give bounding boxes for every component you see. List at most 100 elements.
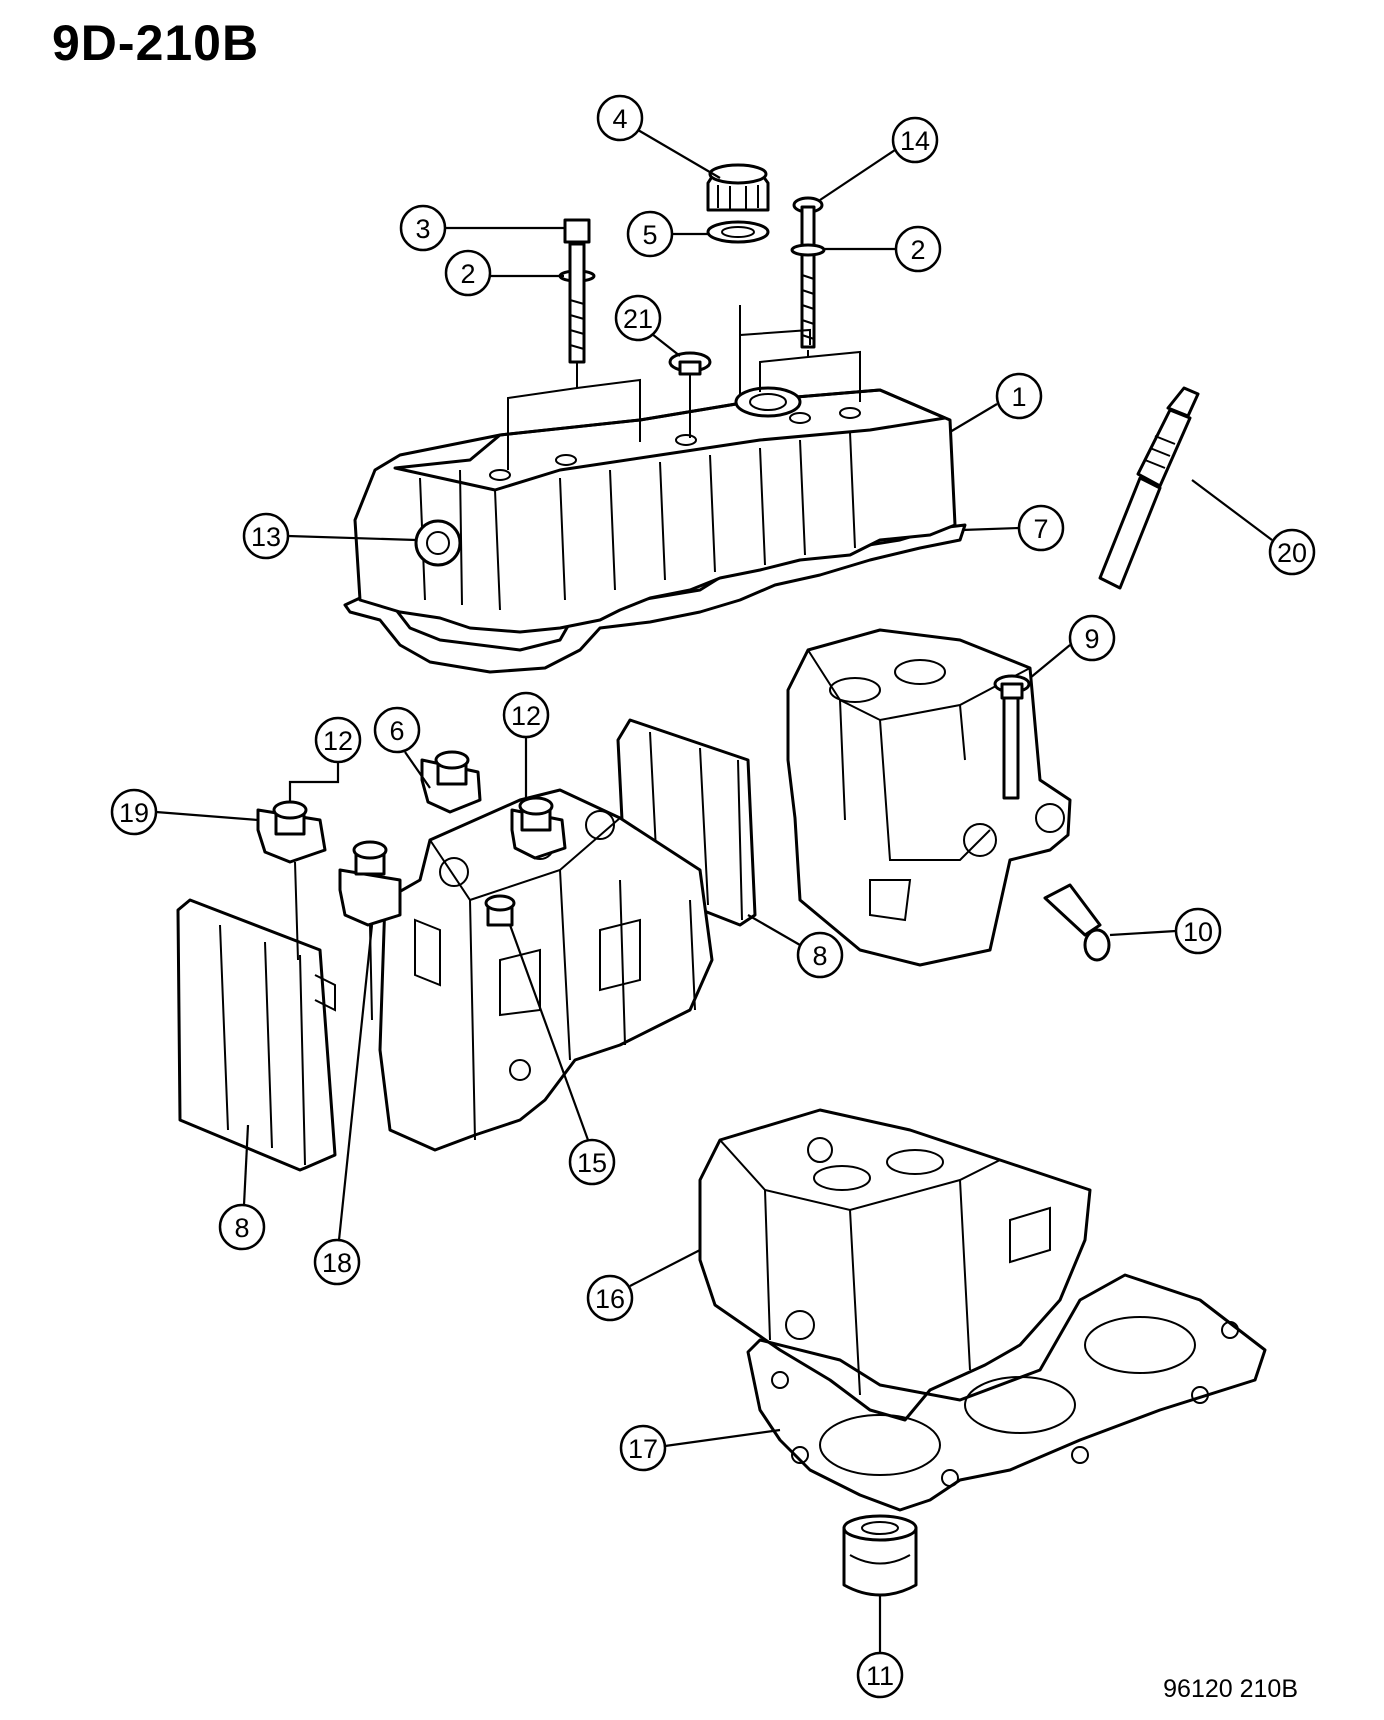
callout-1: 1 (949, 372, 1043, 433)
callout-circle (894, 225, 942, 273)
leader-line (242, 1124, 250, 1206)
leader-line (337, 924, 374, 1241)
leader-line (651, 333, 681, 357)
callout-circle (614, 294, 662, 342)
callout-15: 15 (508, 924, 616, 1186)
callout-18: 18 (313, 924, 374, 1286)
callout-12: 12 (502, 691, 550, 800)
callout-circle (110, 788, 158, 836)
leader-line (1029, 644, 1071, 679)
callout-number: 16 (595, 1284, 625, 1314)
diagram-footer-code: 96120 210B (1163, 1675, 1298, 1703)
bolt-3 (558, 218, 596, 364)
leader-line (747, 914, 801, 946)
callout-9: 9 (1029, 614, 1116, 679)
plug-11 (842, 1514, 918, 1597)
callout-8: 8 (747, 914, 844, 979)
callout-13: 13 (242, 512, 417, 560)
callout-2: 2 (444, 249, 564, 297)
callout-circle (856, 1651, 904, 1699)
callout-circle (242, 512, 290, 560)
callout-number: 6 (389, 716, 404, 746)
callout-circle (1068, 614, 1116, 662)
leader-line (508, 924, 590, 1141)
callout-number: 1 (1011, 382, 1026, 412)
callout-19: 19 (110, 788, 259, 836)
callout-number: 19 (119, 798, 149, 828)
callout-circle (891, 116, 939, 164)
callout-circle (568, 1138, 616, 1186)
callout-number: 12 (323, 726, 353, 756)
callout-number: 20 (1277, 538, 1307, 568)
callout-5: 5 (626, 210, 708, 258)
callout-10: 10 (1109, 907, 1222, 955)
callout-4: 4 (596, 94, 721, 179)
callout-circle (313, 1238, 361, 1286)
leader-line (288, 762, 340, 802)
callout-circle (626, 210, 674, 258)
callout-number: 8 (234, 1213, 249, 1243)
callout-20: 20 (1191, 479, 1316, 576)
leader-line (961, 526, 1020, 532)
callout-circle (1268, 528, 1316, 576)
callout-6: 6 (373, 706, 431, 789)
callout-circle (1174, 907, 1222, 955)
callout-circle (314, 716, 362, 764)
bolt-14 (790, 196, 826, 349)
callout-2: 2 (824, 225, 942, 273)
callout-circle (399, 204, 447, 252)
leader-line (629, 1249, 701, 1287)
stiffener-plate-front (176, 898, 337, 1172)
callout-16: 16 (586, 1249, 701, 1322)
callout-number: 14 (900, 126, 930, 156)
callout-circle (995, 372, 1043, 420)
callout-number: 2 (910, 235, 925, 265)
callout-circle (586, 1274, 634, 1322)
callout-circle (796, 931, 844, 979)
leader-line (155, 810, 259, 822)
callout-number: 15 (577, 1148, 607, 1178)
callout-number: 21 (623, 304, 653, 334)
callout-number: 3 (415, 214, 430, 244)
glow-plug (1098, 386, 1200, 590)
callout-number: 9 (1084, 624, 1099, 654)
callout-17: 17 (619, 1424, 781, 1472)
callout-number: 8 (812, 941, 827, 971)
callout-circle (218, 1203, 266, 1251)
callout-11: 11 (856, 1595, 904, 1699)
callout-circle (502, 691, 550, 739)
callout-number: 13 (251, 522, 281, 552)
leader-line (1109, 929, 1177, 937)
callout-number: 5 (642, 220, 657, 250)
oil-filler-cap (706, 163, 770, 244)
leader-line (637, 129, 721, 179)
head-bolt-9 (993, 674, 1031, 800)
callout-number: 11 (866, 1661, 894, 1691)
plug-10 (1043, 883, 1111, 962)
callout-circle (619, 1424, 667, 1472)
callout-number: 12 (511, 701, 541, 731)
callout-circle (1017, 504, 1065, 552)
valve-cover (343, 386, 967, 674)
leader-line (949, 403, 998, 433)
callout-8: 8 (218, 1124, 266, 1251)
leader-line (819, 149, 896, 201)
callout-circle (444, 249, 492, 297)
callout-12: 12 (288, 716, 362, 802)
callout-7: 7 (961, 504, 1065, 552)
callout-number: 10 (1183, 917, 1213, 947)
callout-number: 2 (460, 259, 475, 289)
leader-line (404, 751, 431, 789)
callout-number: 18 (322, 1248, 352, 1278)
callout-21: 21 (614, 294, 681, 357)
grommet-21 (668, 351, 712, 376)
callout-number: 17 (628, 1434, 658, 1464)
leader-line (664, 1428, 781, 1448)
head-gasket (746, 1273, 1267, 1512)
callout-circle (596, 94, 644, 142)
callout-circle (373, 706, 421, 754)
leader-line (287, 534, 417, 542)
leader-line (1191, 479, 1273, 541)
